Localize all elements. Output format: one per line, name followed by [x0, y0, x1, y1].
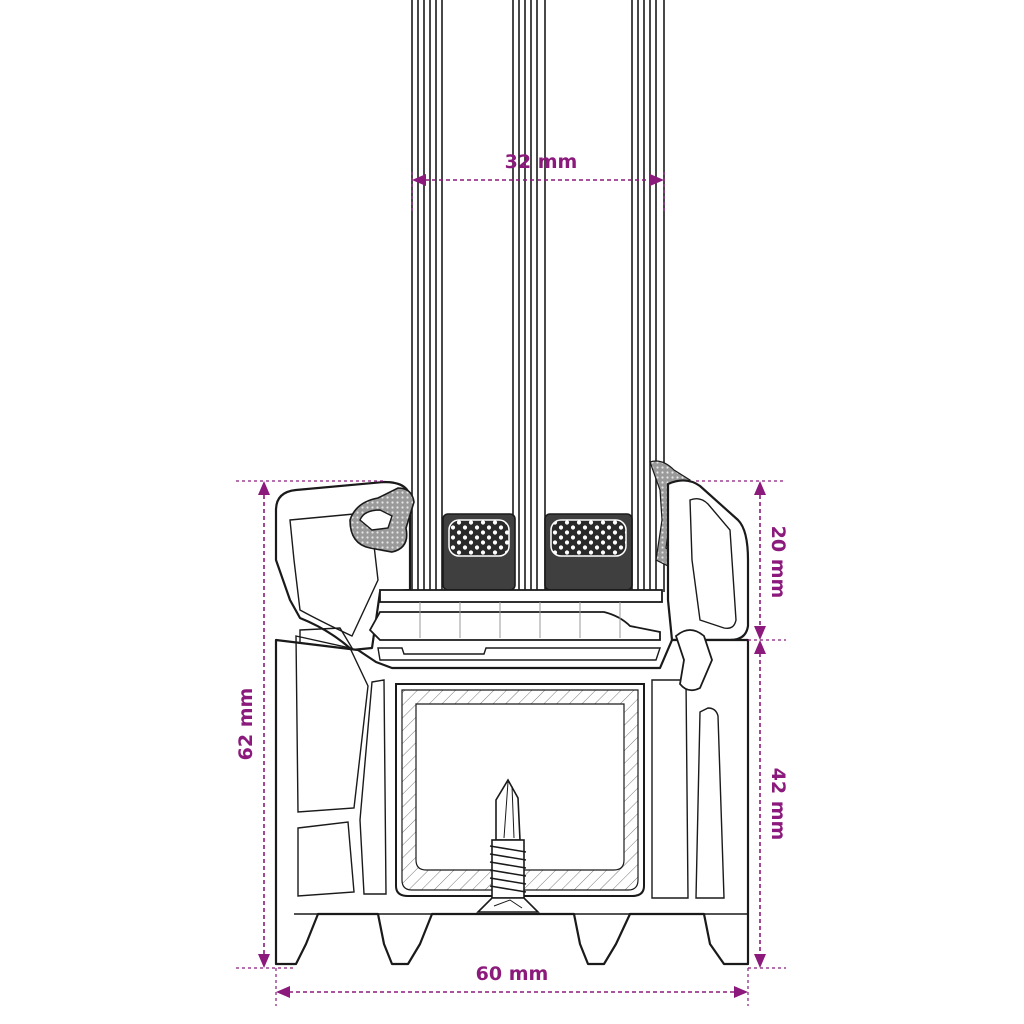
dimension-frame-width: 60 mm — [276, 963, 748, 998]
steel-reinforcement — [395, 683, 645, 897]
dimension-upper-height-label: 20 mm — [767, 526, 789, 599]
dimension-lower-height-label: 42 mm — [767, 768, 789, 841]
spacer-bar-left — [442, 513, 516, 591]
glass-pane-outer — [411, 0, 443, 592]
glazing-bead — [666, 479, 750, 642]
glazing-packer — [368, 589, 663, 641]
dimension-frame-height: 62 mm — [235, 481, 270, 968]
dimension-annotations: 32 mm 62 mm 20 mm 42 mm 60 m — [235, 151, 789, 1006]
glass-pane-inner — [631, 0, 665, 592]
dimension-glazing-width-label: 32 mm — [505, 151, 578, 173]
spacer-bar-right — [544, 513, 633, 591]
dimension-upper-height: 20 mm — [754, 481, 789, 640]
glass-pane-middle — [512, 0, 546, 592]
dimension-glazing-width: 32 mm — [412, 151, 664, 186]
dimension-frame-height-label: 62 mm — [235, 688, 257, 761]
fixing-screw-icon — [476, 778, 540, 913]
dimension-lower-height: 42 mm — [754, 640, 789, 968]
dimension-frame-width-label: 60 mm — [476, 963, 549, 985]
outer-gasket-clip — [359, 509, 393, 531]
